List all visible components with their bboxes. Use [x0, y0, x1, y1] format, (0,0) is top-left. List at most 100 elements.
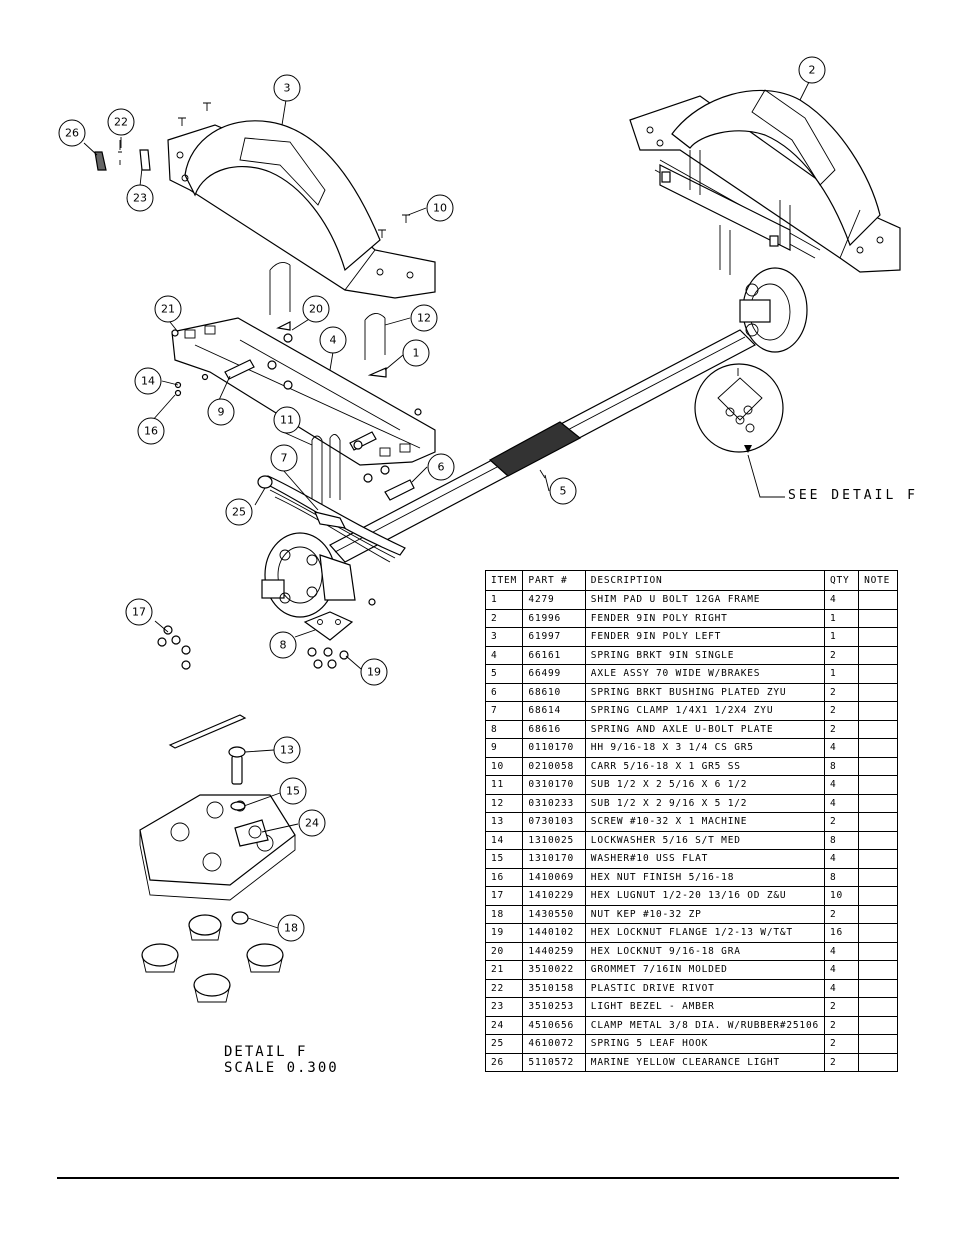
- cell-description: SUB 1/2 X 2 5/16 X 6 1/2: [584, 775, 825, 795]
- cell-note: [858, 756, 898, 776]
- callout-20: 20: [302, 295, 330, 323]
- callout-13: 13: [273, 736, 301, 764]
- header-part: PART #: [522, 570, 586, 591]
- callout-4: 4: [319, 326, 347, 354]
- cell-item: 19: [484, 923, 524, 943]
- fender-left: [167, 120, 436, 299]
- cell-item: 14: [484, 830, 524, 850]
- cell-qty: 4: [823, 960, 860, 980]
- cell-qty: 2: [823, 682, 860, 702]
- cell-part: 0310233: [522, 793, 586, 813]
- svg-text:18: 18: [284, 922, 298, 935]
- svg-text:13: 13: [280, 744, 294, 757]
- cell-description: SPRING CLAMP 1/4X1 1/2X4 ZYU: [584, 701, 825, 721]
- callout-16: 16: [137, 417, 165, 445]
- cell-qty: 4: [823, 941, 860, 961]
- cell-item: 12: [484, 793, 524, 813]
- cell-qty: 4: [823, 978, 860, 998]
- right-hub-brake: [739, 267, 808, 353]
- cell-item: 23: [484, 997, 524, 1017]
- bolts-and-nuts: [171, 321, 422, 501]
- cell-description: WASHER#10 USS FLAT: [584, 849, 825, 869]
- callout-10: 10: [426, 194, 454, 222]
- cell-description: LOCKWASHER 5/16 S/T MED: [584, 830, 825, 850]
- svg-text:10: 10: [433, 202, 447, 215]
- cell-part: 0110170: [522, 738, 586, 758]
- cell-qty: 4: [823, 793, 860, 813]
- cell-qty: 2: [823, 812, 860, 832]
- cell-item: 10: [484, 756, 524, 776]
- svg-text:9: 9: [218, 406, 225, 419]
- axle-tube: [329, 329, 756, 563]
- cell-qty: 2: [823, 904, 860, 924]
- fender-right: [629, 89, 901, 273]
- callout-11: 11: [273, 406, 301, 434]
- cell-part: 4279: [522, 590, 586, 610]
- callout-5: 5: [549, 477, 577, 505]
- cell-part: 61996: [522, 608, 586, 628]
- lug-nuts: [157, 625, 191, 670]
- callout-24: 24: [298, 809, 326, 837]
- cell-part: 4610072: [522, 1034, 586, 1054]
- callout-15: 15: [279, 777, 307, 805]
- cell-part: 61997: [522, 627, 586, 647]
- cell-note: [858, 923, 898, 943]
- cell-part: 68610: [522, 682, 586, 702]
- left-hub-brake: [261, 532, 356, 618]
- cell-description: HEX LOCKNUT FLANGE 1/2-13 W/T&T: [584, 923, 825, 943]
- cell-description: PLASTIC DRIVE RIVOT: [584, 978, 825, 998]
- svg-text:19: 19: [367, 666, 381, 679]
- cell-part: 66161: [522, 645, 586, 665]
- cell-description: SPRING BRKT BUSHING PLATED ZYU: [584, 682, 825, 702]
- callout-26: 26: [58, 119, 86, 147]
- u-bolts: [269, 261, 386, 505]
- cell-part: 68614: [522, 701, 586, 721]
- detail-f-caption: DETAIL F SCALE 0.300: [224, 1044, 339, 1076]
- cell-item: 24: [484, 1015, 524, 1035]
- svg-text:25: 25: [232, 506, 246, 519]
- callout-3: 3: [273, 74, 301, 102]
- callout-23: 23: [126, 184, 154, 212]
- cell-description: HH 9/16-18 X 3 1/4 CS GR5: [584, 738, 825, 758]
- cell-part: 3510022: [522, 960, 586, 980]
- cell-part: 3510158: [522, 978, 586, 998]
- cell-note: [858, 645, 898, 665]
- cell-note: [858, 627, 898, 647]
- cell-note: [858, 978, 898, 998]
- callout-9: 9: [207, 398, 235, 426]
- cell-description: SUB 1/2 X 2 9/16 X 5 1/2: [584, 793, 825, 813]
- callout-19: 19: [360, 658, 388, 686]
- cell-qty: 10: [823, 886, 860, 906]
- cell-part: 0310170: [522, 775, 586, 795]
- callout-12: 12: [410, 304, 438, 332]
- svg-text:1: 1: [413, 347, 420, 360]
- left-spring-frame: [171, 317, 436, 466]
- callout-21: 21: [154, 295, 182, 323]
- cell-item: 26: [484, 1052, 524, 1072]
- cell-item: 1: [484, 590, 524, 610]
- cell-note: [858, 738, 898, 758]
- cell-note: [858, 997, 898, 1017]
- svg-text:11: 11: [280, 414, 294, 427]
- callout-8: 8: [269, 631, 297, 659]
- detail-f-drawing: [139, 714, 296, 1003]
- clearance-light-parts: [94, 140, 151, 171]
- cell-item: 5: [484, 664, 524, 684]
- cell-qty: 2: [823, 997, 860, 1017]
- cell-qty: 2: [823, 1052, 860, 1072]
- svg-text:5: 5: [560, 485, 567, 498]
- svg-text:26: 26: [65, 127, 79, 140]
- cell-note: [858, 1015, 898, 1035]
- cell-part: 68616: [522, 719, 586, 739]
- cell-part: 1440102: [522, 923, 586, 943]
- cell-item: 21: [484, 960, 524, 980]
- cell-description: HEX LUGNUT 1/2-20 13/16 OD Z&U: [584, 886, 825, 906]
